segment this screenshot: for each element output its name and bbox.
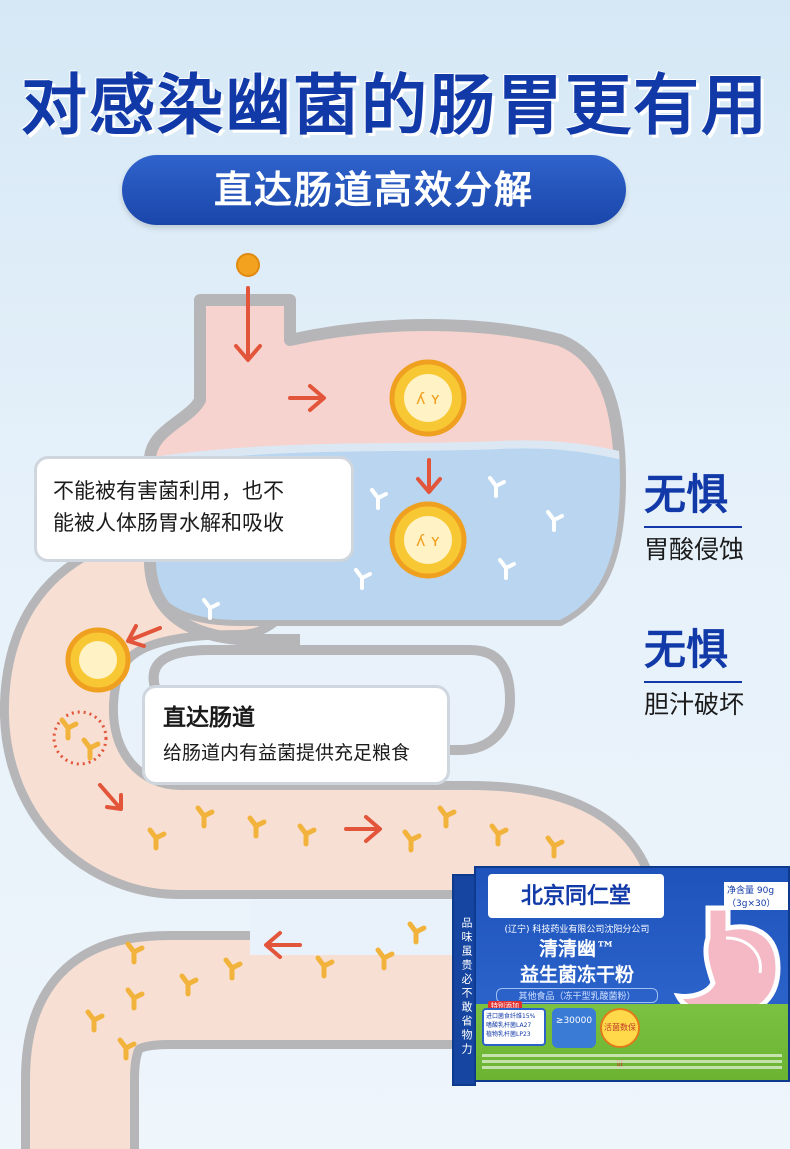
guarantee-badge: 活菌数保证 — [600, 1008, 640, 1068]
product-name-2: 益生菌冻干粉 — [519, 964, 634, 986]
callout-heading: 直达肠道 — [163, 705, 255, 731]
product-net: 净含量 90g（3g×30） — [724, 882, 788, 910]
prebiotic-capsule-icons: ʎ ʏ ʎ ʏ — [52, 359, 467, 766]
feature-item: 植物乳杆菌LP23 — [486, 1031, 531, 1038]
product-box: 品味虽贵必不敢省物力 北京同仁堂 (辽宁) 科技药业有限公司沈阳分公司 清清幽™… — [452, 866, 790, 1086]
product-fine-print — [482, 1054, 782, 1078]
product-company: (辽宁) 科技药业有限公司沈阳分公司 — [504, 925, 650, 935]
callout-direct-intestine: 直达肠道 给肠道内有益菌提供充足粮食 — [142, 685, 450, 785]
fiber-ball-icon — [236, 253, 260, 277]
side-point-title: 无惧 — [644, 470, 742, 528]
callout-line-1: 不能被有害菌利用，也不 — [53, 479, 284, 503]
feature-item: 嗜酸乳杆菌LA27 — [486, 1022, 532, 1029]
side-point-bile: 无惧 胆汁破坏 — [644, 625, 744, 727]
side-point-desc: 胆汁破坏 — [644, 690, 745, 719]
bacteria-icons-yellow — [59, 717, 565, 1061]
svg-text:ʎ ʏ: ʎ ʏ — [416, 531, 440, 550]
bacteria-icons-white — [202, 476, 564, 620]
product-side-text: 品味虽贵必不敢省物力 — [452, 874, 476, 1086]
side-point-desc: 胃酸侵蚀 — [644, 535, 745, 564]
feature-item: 进口菌食纤维15% — [486, 1013, 536, 1020]
feature-list: 进口菌食纤维15% 嗜酸乳杆菌LA27 植物乳杆菌LP23 — [482, 1008, 546, 1046]
subtitle-banner: 直达肠道高效分解 — [122, 155, 626, 225]
count-badge: ≥30000 — [552, 1008, 596, 1048]
callout-not-absorbed: 不能被有害菌利用，也不 能被人体肠胃水解和吸收 — [34, 456, 354, 562]
feature-tag: 特别添加 — [488, 1001, 522, 1011]
arrow-icons — [98, 286, 442, 959]
product-name-1: 清清幽™ — [538, 938, 615, 960]
callout-line-2: 能被人体肠胃水解和吸收 — [53, 511, 284, 535]
product-type: 其他食品（冻干型乳酸菌粉） — [496, 988, 658, 1003]
side-point-title: 无惧 — [644, 625, 742, 683]
side-point-acid: 无惧 胃酸侵蚀 — [644, 470, 744, 572]
page-title: 对感染幽菌的肠胃更有用 — [21, 67, 769, 144]
product-front: 北京同仁堂 (辽宁) 科技药业有限公司沈阳分公司 清清幽™ 益生菌冻干粉 其他食… — [474, 866, 790, 1082]
product-brand: 北京同仁堂 — [488, 874, 664, 918]
callout-text: 给肠道内有益菌提供充足粮食 — [163, 742, 411, 764]
svg-text:ʎ ʏ: ʎ ʏ — [416, 389, 440, 408]
